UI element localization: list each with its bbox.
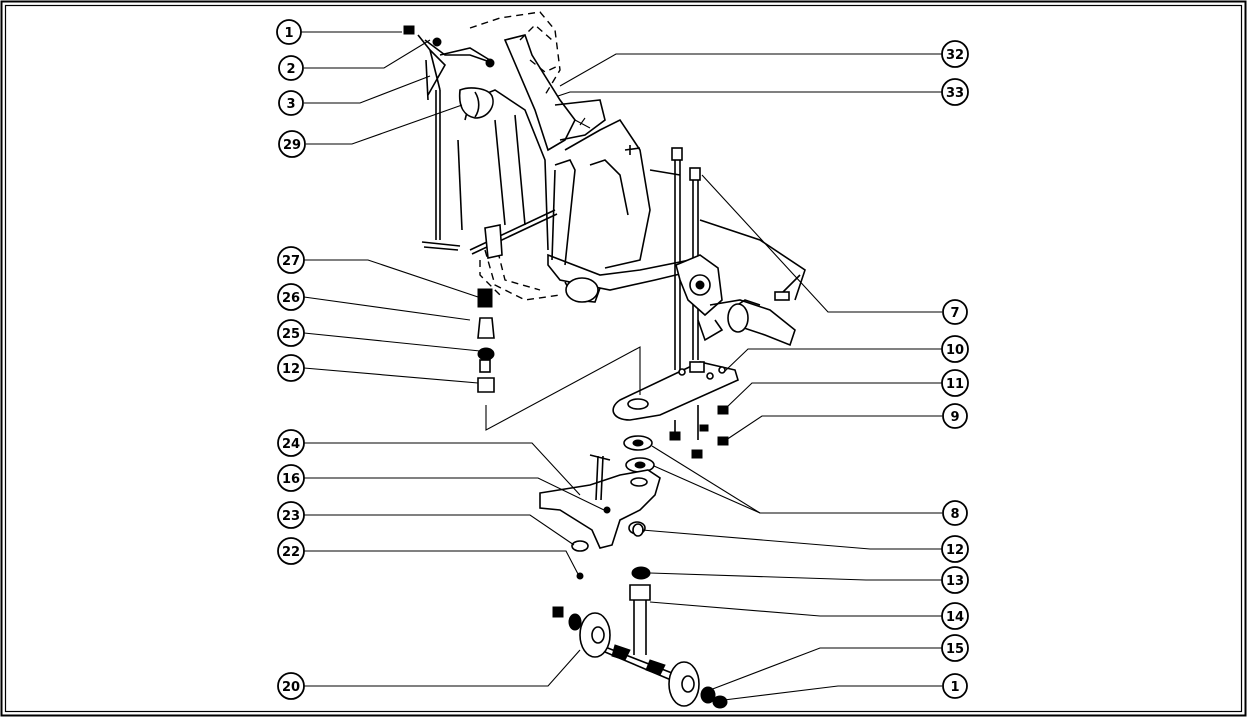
svg-text:32: 32 <box>946 48 964 63</box>
svg-text:26: 26 <box>282 291 300 306</box>
svg-text:13: 13 <box>946 574 964 589</box>
callout-right-8: 8 <box>942 500 968 526</box>
callout-left-20: 20 <box>277 672 305 700</box>
svg-text:3: 3 <box>286 97 295 112</box>
svg-text:24: 24 <box>282 437 300 452</box>
callout-left-26: 26 <box>277 283 305 311</box>
svg-text:22: 22 <box>282 545 300 560</box>
svg-text:23: 23 <box>282 509 300 524</box>
mounting-plate-assembly <box>612 147 796 459</box>
svg-text:14: 14 <box>946 610 964 625</box>
svg-text:10: 10 <box>946 343 964 358</box>
callout-left-27: 27 <box>277 246 305 274</box>
leader-lines <box>300 31 942 701</box>
callout-right-7: 7 <box>942 299 968 325</box>
callout-left-1: 1 <box>276 19 302 45</box>
callout-right-15: 15 <box>941 634 969 662</box>
callout-left-22: 22 <box>277 537 305 565</box>
callout-left-16: 16 <box>277 464 305 492</box>
svg-text:11: 11 <box>946 377 964 392</box>
svg-text:12: 12 <box>282 362 300 377</box>
svg-text:8: 8 <box>950 507 959 522</box>
callout-right-9: 9 <box>942 403 968 429</box>
machine-body-sketch <box>421 11 806 303</box>
knee-lever-assembly <box>403 25 495 119</box>
svg-text:1: 1 <box>950 680 959 695</box>
svg-text:29: 29 <box>283 138 301 153</box>
svg-text:33: 33 <box>946 86 964 101</box>
callout-right-12: 12 <box>941 535 969 563</box>
svg-text:15: 15 <box>946 642 964 657</box>
svg-text:2: 2 <box>286 62 295 77</box>
callout-right-11: 11 <box>941 369 969 397</box>
svg-text:16: 16 <box>282 472 300 487</box>
linkage-assembly <box>539 435 661 580</box>
svg-text:7: 7 <box>950 306 959 321</box>
callout-left-12: 12 <box>277 354 305 382</box>
callout-left-24: 24 <box>277 429 305 457</box>
svg-text:9: 9 <box>950 410 959 425</box>
svg-text:12: 12 <box>946 543 964 558</box>
callout-right-13: 13 <box>941 566 969 594</box>
callout-left-2: 2 <box>278 55 304 81</box>
svg-text:20: 20 <box>282 680 300 695</box>
callout-left-23: 23 <box>277 501 305 529</box>
svg-text:27: 27 <box>282 254 300 269</box>
callout-right-1: 1 <box>942 673 968 699</box>
callout-right-14: 14 <box>941 602 969 630</box>
callout-right-33: 33 <box>941 78 969 106</box>
callout-labels: 1 2 3 29 27 26 25 12 24 16 23 22 20 32 3… <box>276 19 969 700</box>
axle-pulley-assembly <box>552 566 728 709</box>
svg-text:1: 1 <box>284 26 293 41</box>
spring-stack <box>477 288 495 393</box>
callout-left-25: 25 <box>277 319 305 347</box>
callout-right-10: 10 <box>941 335 969 363</box>
callout-left-29: 29 <box>278 130 306 158</box>
callout-right-32: 32 <box>941 40 969 68</box>
callout-left-3: 3 <box>278 90 304 116</box>
svg-text:25: 25 <box>282 327 300 342</box>
